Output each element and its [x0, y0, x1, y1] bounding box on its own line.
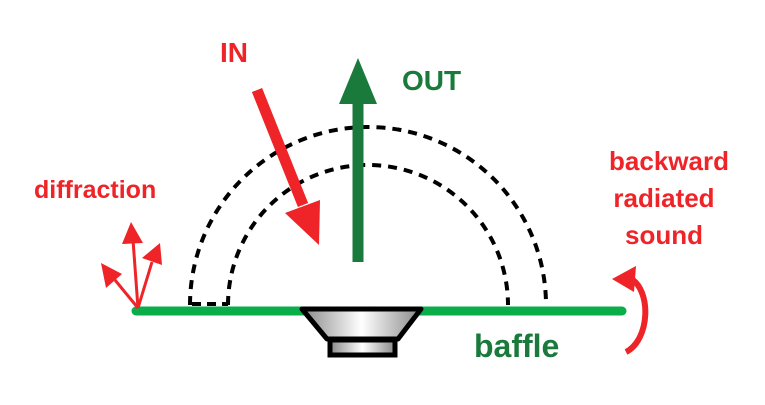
outer-wavefront — [188, 125, 548, 306]
backward-label-line3: sound — [625, 220, 703, 250]
diffraction-arrows — [101, 222, 162, 309]
baffle-label: baffle — [474, 328, 559, 364]
out-label: OUT — [402, 65, 461, 96]
in-arrow — [251, 87, 320, 245]
backward-label-line1: backward — [609, 146, 729, 176]
backward-arrow — [612, 266, 649, 355]
diffraction-label: diffraction — [34, 176, 156, 204]
inner-wavefront — [226, 163, 510, 306]
backward-label-line2: radiated — [613, 183, 714, 213]
speaker-icon — [299, 306, 424, 358]
in-label: IN — [220, 37, 248, 68]
out-arrow — [339, 58, 377, 262]
